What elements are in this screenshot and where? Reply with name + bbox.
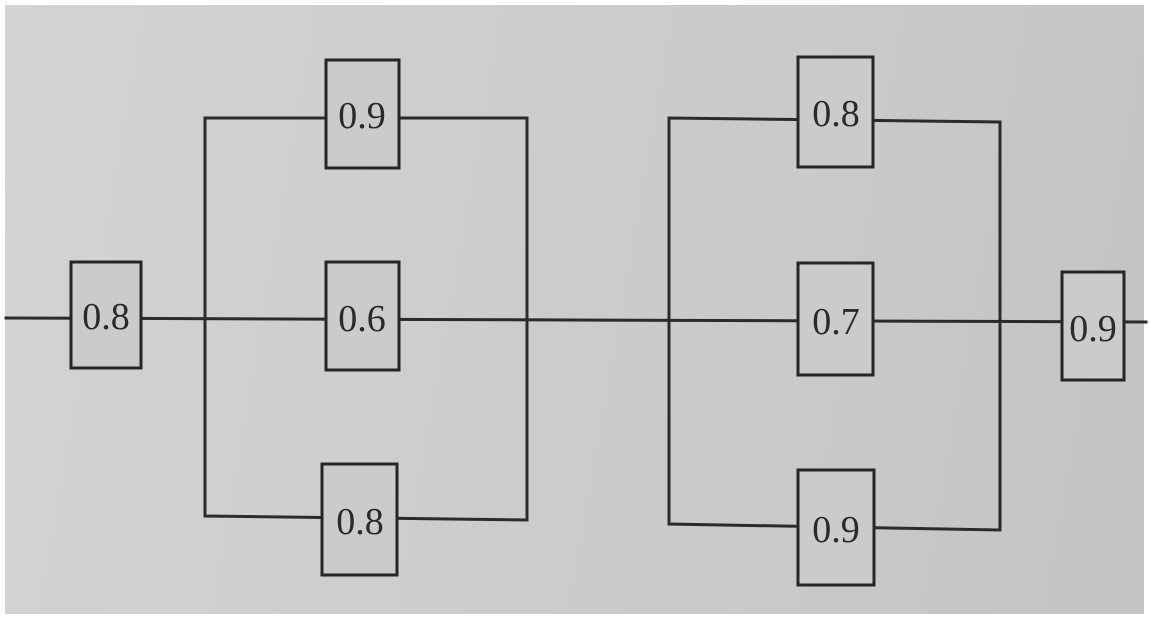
block-output-label: 0.9	[1069, 308, 1117, 350]
block-group1-middle: 0.6	[324, 260, 401, 372]
main-line	[4, 316, 1148, 324]
block-group1-bottom: 0.8	[320, 462, 399, 577]
block-group1-top-label: 0.9	[338, 95, 386, 137]
block-input-label: 0.8	[82, 296, 130, 338]
block-group2-bottom-label: 0.9	[812, 509, 860, 551]
block-group2-middle-label: 0.7	[812, 301, 860, 343]
block-group2-top-label: 0.8	[812, 93, 860, 135]
block-group1-middle-label: 0.6	[338, 298, 386, 340]
block-group2-middle: 0.7	[796, 261, 875, 377]
block-group1-bottom-label: 0.8	[336, 501, 384, 543]
paper-background	[5, 5, 1144, 614]
block-group1-top: 0.9	[324, 58, 401, 170]
block-output: 0.9	[1060, 270, 1126, 382]
block-input: 0.8	[69, 260, 143, 370]
block-group2-bottom: 0.9	[796, 468, 876, 587]
block-group2-top: 0.8	[796, 55, 875, 169]
